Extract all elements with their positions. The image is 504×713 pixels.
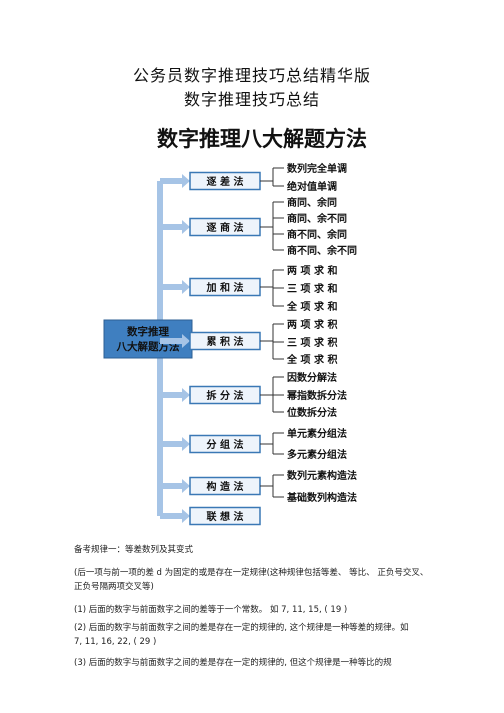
- body-line-4: (1) 后面的数字与前面数字之间的差等于一个常数。 如 7, 11, 15, (…: [74, 605, 348, 615]
- sub-method-label: 商同、余不同: [287, 212, 347, 225]
- sub-method-label: 因数分解法: [287, 371, 337, 384]
- method-label: 分 组 法: [207, 438, 244, 451]
- branch-arrowhead: [182, 388, 190, 402]
- root-label-line1: 数字推理: [126, 325, 169, 338]
- sub-method-label: 商不同、余不同: [287, 244, 357, 257]
- method-label: 联 想 法: [207, 510, 244, 523]
- sub-method-label: 两 项 求 和: [287, 264, 337, 277]
- body-line-1: 备考规律一：等差数列及其变式: [74, 545, 194, 555]
- body-line-6: 7, 11, 16, 22, ( 29 ): [74, 637, 157, 647]
- sub-method-label: 三 项 求 积: [287, 336, 337, 349]
- sub-method-label: 数列元素构造法: [287, 469, 357, 482]
- sub-method-label: 商不同、余同: [287, 228, 347, 241]
- sub-method-label: 三 项 求 和: [287, 282, 337, 295]
- method-label: 加 和 法: [206, 281, 244, 294]
- sub-method-label: 两 项 求 积: [287, 318, 337, 331]
- sub-method-label: 商同、余同: [287, 196, 337, 209]
- page-subtitle: 数字推理技巧总结: [183, 90, 320, 109]
- method-label: 构 造 法: [207, 480, 244, 493]
- sub-method-label: 绝对值单调: [287, 180, 337, 193]
- diagram-title: 数字推理八大解题方法: [157, 127, 367, 151]
- method-label: 累 积 法: [207, 335, 244, 348]
- branch-arrowhead: [182, 280, 190, 294]
- body-line-3: 正负号隔两项交叉等): [74, 582, 154, 592]
- sub-method-label: 单元素分组法: [287, 427, 347, 440]
- body-line-2: (后一项与前一项的差 d 为固定的或是存在一定规律(这种规律包括等差、 等比、 …: [74, 568, 429, 578]
- sub-method-label: 基础数列构造法: [286, 491, 357, 504]
- body-line-5: (2) 后面的数字与前面数字之间的差是存在一定的规律的, 这个规律是一种等差的规…: [74, 623, 409, 633]
- sub-method-label: 数列完全单调: [287, 162, 347, 175]
- branch-arrowhead: [182, 334, 190, 348]
- body-line-7: (3) 后面的数字与前面数字之间的差是存在一定的规律的, 但这个规律是一种等比的…: [74, 658, 392, 668]
- method-label: 拆 分 法: [207, 389, 244, 402]
- sub-method-label: 全 项 求 积: [286, 353, 337, 366]
- sub-method-label: 幂指数拆分法: [286, 389, 347, 402]
- sub-method-label: 全 项 求 和: [286, 300, 337, 313]
- branch-arrowhead: [182, 509, 190, 523]
- method-box: [189, 506, 261, 526]
- sub-method-label: 位数拆分法: [287, 406, 337, 419]
- method-label: 逐 商 法: [207, 221, 244, 234]
- branch-arrowhead: [182, 437, 190, 451]
- branch-arrowhead: [182, 479, 190, 493]
- method-label: 逐 差 法: [207, 175, 244, 188]
- branch-arrowhead: [182, 220, 190, 234]
- sub-method-label: 多元素分组法: [287, 448, 347, 461]
- branch-arrowhead: [182, 174, 190, 188]
- page-title: 公务员数字推理技巧总结精华版: [132, 66, 371, 85]
